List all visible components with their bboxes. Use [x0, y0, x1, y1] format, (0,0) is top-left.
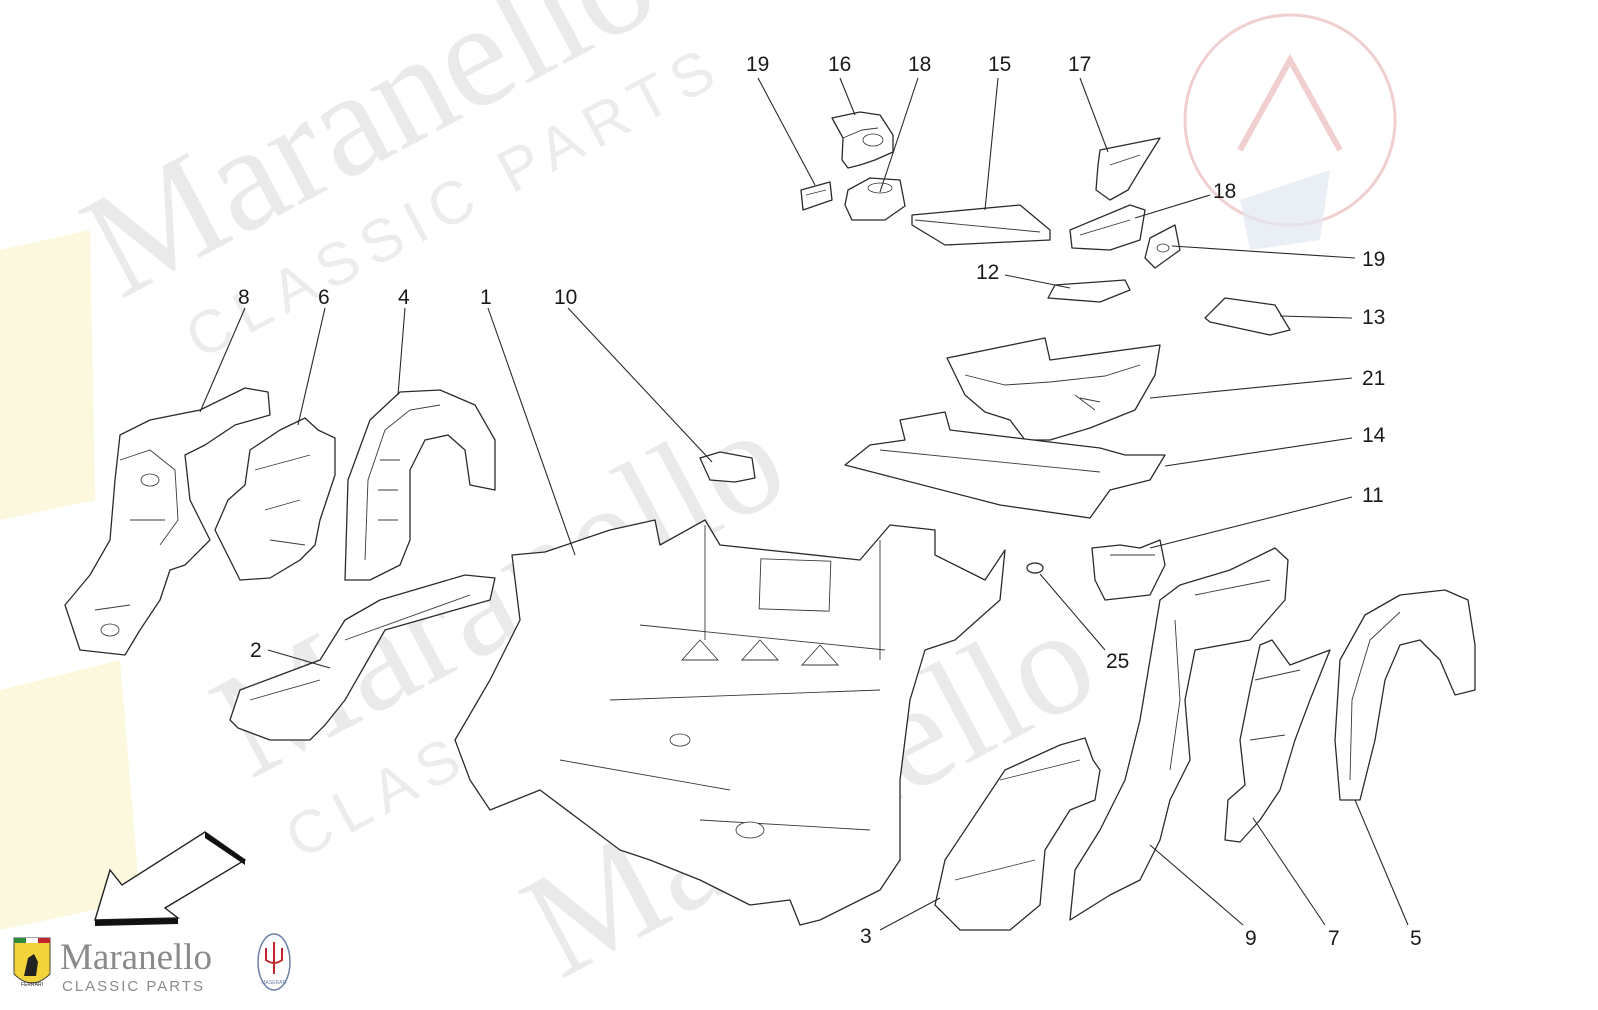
brand-footer: FERRARI Maranello CLASSIC PARTS MASERATI	[4, 928, 304, 1006]
callout-11: 11	[1362, 484, 1384, 507]
maserati-trident-icon: MASERATI	[257, 933, 291, 991]
callout-14: 14	[1362, 424, 1386, 447]
part-7	[1224, 639, 1331, 843]
callout-1: 1	[480, 286, 492, 309]
part-15-rail	[911, 204, 1051, 246]
callout-5: 5	[1410, 927, 1422, 950]
ferrari-logo-text: FERRARI	[21, 982, 43, 988]
watermark-ferrari-patch-top	[0, 230, 95, 520]
part-9-right-pillar	[1069, 547, 1289, 921]
callout-19-left: 19	[746, 53, 769, 76]
maserati-logo-text: MASERATI	[261, 980, 286, 986]
callout-19-right: 19	[1362, 248, 1385, 271]
part-14-rear-floor	[844, 411, 1166, 519]
callout-16: 16	[828, 53, 851, 76]
part-3-right-rail	[934, 737, 1101, 931]
part-18-right	[1069, 204, 1146, 251]
watermark-maserati-trident	[1237, 53, 1343, 152]
callout-9: 9	[1245, 927, 1257, 950]
part-6	[214, 417, 336, 581]
callout-21: 21	[1362, 367, 1385, 390]
callout-7: 7	[1328, 927, 1340, 950]
part-5-right-wheel-arch	[1334, 589, 1476, 801]
callout-10: 10	[554, 286, 577, 309]
part-21-spare-wheel-tub	[946, 337, 1161, 441]
ferrari-shield-icon: FERRARI	[13, 937, 51, 988]
part-4-wheel-arch	[344, 389, 496, 581]
brand-name: Maranello	[60, 937, 213, 978]
part-12	[1047, 279, 1131, 303]
callout-4: 4	[398, 286, 410, 309]
part-11	[1091, 539, 1166, 601]
callout-3: 3	[860, 925, 872, 948]
part-1-central-structure	[454, 519, 1006, 926]
front-direction-arrow-icon	[94, 831, 247, 926]
part-10	[699, 451, 756, 483]
part-13	[1204, 297, 1291, 336]
callout-labels: 19 16 18 15 17 18 19 12 13 21 14 11 25 8…	[238, 53, 1422, 950]
part-19-left	[800, 181, 833, 211]
part-25-plug	[1026, 562, 1044, 574]
callout-8: 8	[238, 286, 250, 309]
callout-2: 2	[250, 639, 262, 662]
part-19-right	[1144, 224, 1181, 269]
part-8-left-inner-pillar	[64, 387, 271, 656]
watermark-ferrari-patch-bottom	[0, 660, 140, 930]
part-18-left	[844, 177, 906, 221]
callout-18-right: 18	[1213, 180, 1236, 203]
callout-17: 17	[1068, 53, 1091, 76]
part-17	[1095, 137, 1161, 201]
brand-sub: CLASSIC PARTS	[62, 978, 205, 995]
callout-15: 15	[988, 53, 1011, 76]
watermark-maserati-blue	[1240, 170, 1330, 250]
watermark-maserati-emblem	[1183, 13, 1397, 227]
callout-13: 13	[1362, 306, 1385, 329]
part-2-left-rail	[229, 574, 496, 741]
callout-12: 12	[976, 261, 999, 284]
leader-lines	[199, 77, 1409, 931]
callout-6: 6	[318, 286, 330, 309]
callout-25: 25	[1106, 650, 1129, 673]
callout-18-left: 18	[908, 53, 931, 76]
part-16	[831, 111, 894, 169]
